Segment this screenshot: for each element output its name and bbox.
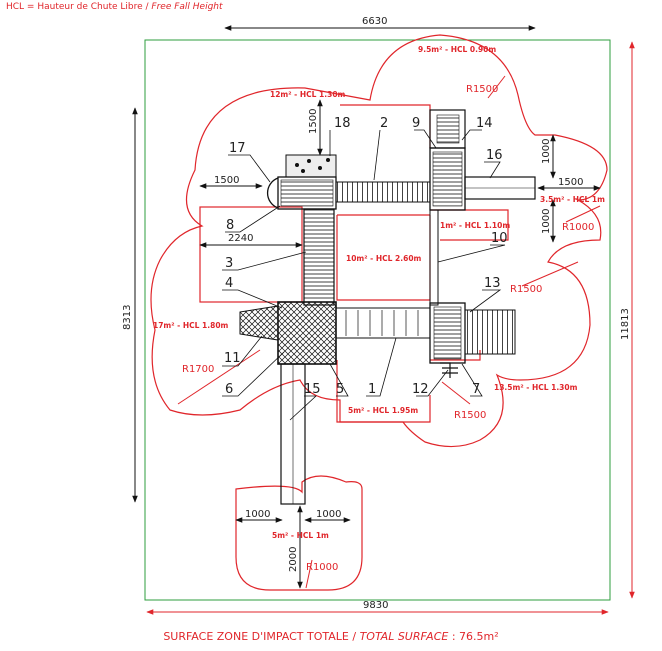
callout-12: 12	[412, 382, 429, 397]
zone-label-center: 10m² - HCL 2.60m	[346, 254, 422, 263]
playground-plan: 6630 8313 1500 1500 2240 1500 1000 1000 …	[122, 16, 635, 615]
footer-prefix: SURFACE ZONE D'IMPACT TOTALE /	[163, 630, 360, 643]
callout-10: 10	[491, 231, 508, 246]
dim-1500-top: 1500	[308, 109, 319, 134]
radius-bottom: R1000	[306, 562, 338, 573]
callouts	[222, 129, 506, 421]
equipment	[239, 109, 536, 505]
callout-13: 13	[484, 276, 501, 291]
callout-11: 11	[224, 351, 241, 366]
callout-18: 18	[334, 116, 351, 131]
dim-height-left: 8313	[122, 305, 133, 330]
dim-2000: 2000	[288, 547, 299, 572]
zone-rect-left	[199, 206, 303, 303]
legend-english: Free Fall Height	[151, 2, 223, 12]
legend-separator: /	[142, 2, 152, 12]
cargo-net-11	[239, 305, 279, 341]
footer-value: : 76.5m²	[448, 630, 499, 643]
callout-14: 14	[476, 116, 493, 131]
bridge-2	[335, 181, 431, 203]
dim-1000-bl: 1000	[245, 509, 270, 520]
dim-1500-right: 1500	[558, 177, 583, 188]
dim-2240: 2240	[228, 233, 253, 244]
dim-1500-left: 1500	[214, 175, 239, 186]
callout-9: 9	[412, 116, 420, 131]
total-surface-boundary	[144, 39, 611, 601]
callout-6: 6	[225, 382, 233, 397]
zone-label-right-small: 3.5m² - HCL 1m	[540, 195, 605, 204]
dim-1000-lower: 1000	[541, 209, 552, 234]
callout-8: 8	[226, 218, 234, 233]
zone-label-mid-right: 1m² - HCL 1.10m	[440, 221, 510, 230]
callout-5: 5	[336, 382, 344, 397]
spring-12	[440, 362, 458, 378]
dim-1000-br: 1000	[316, 509, 341, 520]
zone-label-right: 13.5m² - HCL 1.30m	[494, 383, 578, 392]
legend-prefix: HCL = Hauteur de Chute Libre	[6, 2, 143, 12]
zone-label-bottom-center: 5m² - HCL 1.95m	[348, 406, 418, 415]
zone-rect-bottom	[336, 360, 431, 423]
net-tower-6	[277, 301, 337, 365]
callout-7: 7	[472, 382, 480, 397]
ladder-3	[303, 208, 335, 306]
callout-15: 15	[304, 382, 321, 397]
callout-1: 1	[368, 382, 376, 397]
footer-english: TOTAL SURFACE	[359, 630, 449, 643]
radius-left: R1700	[182, 364, 214, 375]
zone-label-upper-left: 12m² - HCL 1.30m	[270, 90, 346, 99]
total-surface-footer: SURFACE ZONE D'IMPACT TOTALE / TOTAL SUR…	[0, 630, 662, 643]
zone-label-left: 17m² - HCL 1.80m	[153, 321, 229, 330]
hcl-legend: HCL = Hauteur de Chute Libre / Free Fall…	[6, 2, 223, 12]
radius-right-upper: R1000	[562, 222, 594, 233]
dim-1000-upper: 1000	[541, 139, 552, 164]
radius-right: R1500	[510, 284, 542, 295]
dim-width-bottom: 9830	[363, 600, 388, 611]
callout-17: 17	[229, 141, 246, 156]
callout-16: 16	[486, 148, 503, 163]
callout-2: 2	[380, 116, 388, 131]
rope-bridge-13	[464, 309, 516, 355]
impact-zone-cloud	[150, 34, 608, 448]
callout-4: 4	[225, 276, 233, 291]
impact-zone-outline	[235, 475, 363, 591]
bridge-1	[335, 307, 431, 339]
radius-bottom-right: R1500	[454, 410, 486, 421]
slide-hood-17	[266, 177, 279, 209]
callout-3: 3	[225, 256, 233, 271]
dim-height-right: 11813	[620, 308, 631, 340]
post-10	[429, 209, 439, 306]
radius-top: R1500	[466, 84, 498, 95]
zone-label-bottom: 5m² - HCL 1m	[272, 531, 329, 540]
dim-width-top: 6630	[362, 16, 387, 27]
zone-label-top: 9.5m² - HCL 0.90m	[418, 45, 496, 54]
